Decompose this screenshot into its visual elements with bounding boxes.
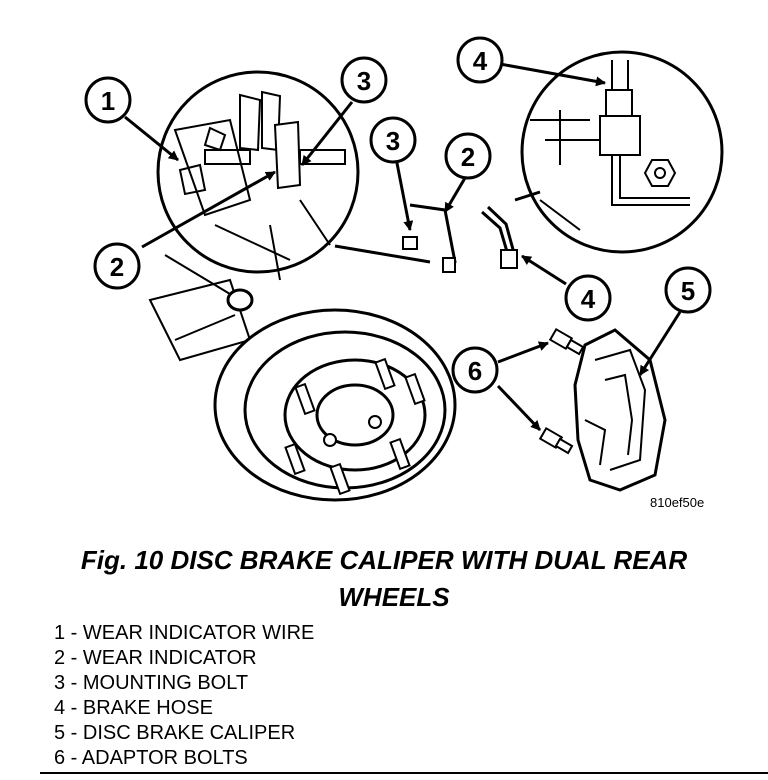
svg-text:2: 2 bbox=[461, 142, 475, 172]
legend-item: 4 - BRAKE HOSE bbox=[54, 697, 213, 719]
figure-caption: Fig. 10 DISC BRAKE CALIPER WITH DUAL REA… bbox=[0, 542, 768, 616]
callout-2-right: 2 bbox=[444, 132, 492, 180]
svg-text:5: 5 bbox=[681, 276, 695, 306]
brake-caliper-illustration: 1 2 3 3 2 4 4 5 6 bbox=[84, 36, 724, 502]
callout-1: 1 bbox=[84, 76, 132, 124]
bottom-divider bbox=[40, 772, 768, 774]
figure-reference-code: 810ef50e bbox=[650, 495, 705, 510]
legend-item: 5 - DISC BRAKE CALIPER bbox=[54, 722, 296, 744]
wear-indicator-part bbox=[402, 203, 457, 273]
legend-item: 1 - WEAR INDICATOR WIRE bbox=[54, 622, 315, 644]
svg-text:4: 4 bbox=[473, 46, 488, 76]
legend-item: 2 - WEAR INDICATOR bbox=[54, 647, 257, 669]
hub-rotor-assembly bbox=[148, 254, 457, 502]
legend-list: 1 - WEAR INDICATOR WIRE 2 - WEAR INDICAT… bbox=[54, 621, 314, 771]
callout-5: 5 bbox=[664, 266, 712, 314]
callout-2-left: 2 bbox=[93, 242, 141, 290]
svg-text:4: 4 bbox=[581, 284, 596, 314]
svg-text:3: 3 bbox=[386, 126, 400, 156]
right-detail-circle bbox=[520, 50, 724, 254]
caption-line-2: WHEELS bbox=[338, 582, 450, 612]
caliper-part bbox=[538, 327, 667, 492]
left-detail-circle bbox=[156, 70, 360, 281]
callout-3-left: 3 bbox=[340, 56, 388, 104]
leader-lines bbox=[124, 62, 682, 432]
brake-hose-part bbox=[481, 205, 518, 269]
svg-text:6: 6 bbox=[468, 356, 482, 386]
callout-4-bottom: 4 bbox=[564, 274, 612, 322]
callout-6: 6 bbox=[451, 346, 499, 394]
svg-text:2: 2 bbox=[110, 252, 124, 282]
svg-text:1: 1 bbox=[101, 86, 115, 116]
callout-4-top: 4 bbox=[456, 36, 504, 84]
svg-text:3: 3 bbox=[357, 66, 371, 96]
legend-item: 3 - MOUNTING BOLT bbox=[54, 672, 249, 694]
callout-3-right: 3 bbox=[369, 116, 417, 164]
legend-item: 6 - ADAPTOR BOLTS bbox=[54, 747, 248, 769]
caption-line-1: Fig. 10 DISC BRAKE CALIPER WITH DUAL REA… bbox=[80, 545, 688, 575]
